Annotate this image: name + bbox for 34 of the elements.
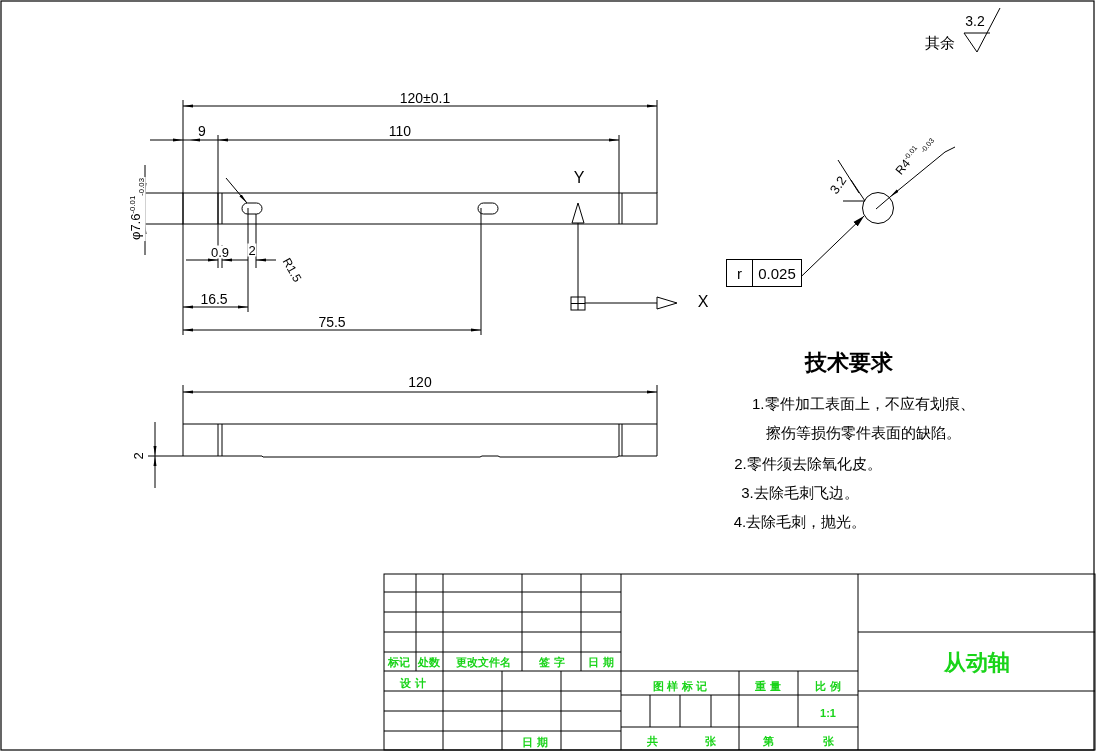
- title-block-label: 签 字: [538, 656, 566, 668]
- note-text: 其余: [924, 34, 956, 50]
- axis-label: X: [696, 294, 710, 310]
- title-block-label: 更改文件名: [454, 656, 512, 668]
- leader-line: [801, 215, 865, 277]
- feature-control-frame: [726, 259, 802, 287]
- dimension-text: 110: [387, 124, 413, 138]
- title-block-label: 日 期: [521, 736, 549, 748]
- roughness-value: 3.2: [964, 14, 986, 28]
- heading: 技术要求: [804, 352, 894, 374]
- part-name: 从动轴: [943, 652, 1011, 674]
- dimension-text: 2: [247, 243, 257, 257]
- title-block-label: 日 期: [587, 656, 615, 668]
- title-block-label: 第: [761, 735, 775, 747]
- dimension-text: 0.9: [209, 245, 231, 259]
- title-block-label: 图 样 标 记: [652, 680, 708, 692]
- scale-value: 1:1: [819, 707, 837, 719]
- dimension-text: 120: [407, 375, 433, 389]
- title-block-label: 标记: [387, 656, 411, 668]
- title-block-label: 处数: [417, 656, 441, 668]
- dimension-text: 2: [131, 451, 145, 461]
- title-block-label: 重 量: [754, 680, 782, 692]
- dimension-text: 75.5: [317, 315, 347, 329]
- title-block-label: 张: [703, 735, 717, 747]
- dimension-text: 120±0.1: [398, 91, 452, 105]
- dimension-text: 16.5: [199, 292, 229, 306]
- axis-label: Y: [572, 170, 586, 186]
- dimension-text: 9: [197, 124, 207, 138]
- title-block-label: 张: [821, 735, 835, 747]
- tolerance-value: 0.025: [757, 263, 797, 284]
- title-block-label: 设 计: [399, 677, 427, 689]
- title-block-label: 比 例: [814, 680, 842, 692]
- title-block-label: 共: [645, 735, 659, 747]
- shaft-section-circle: [862, 192, 894, 224]
